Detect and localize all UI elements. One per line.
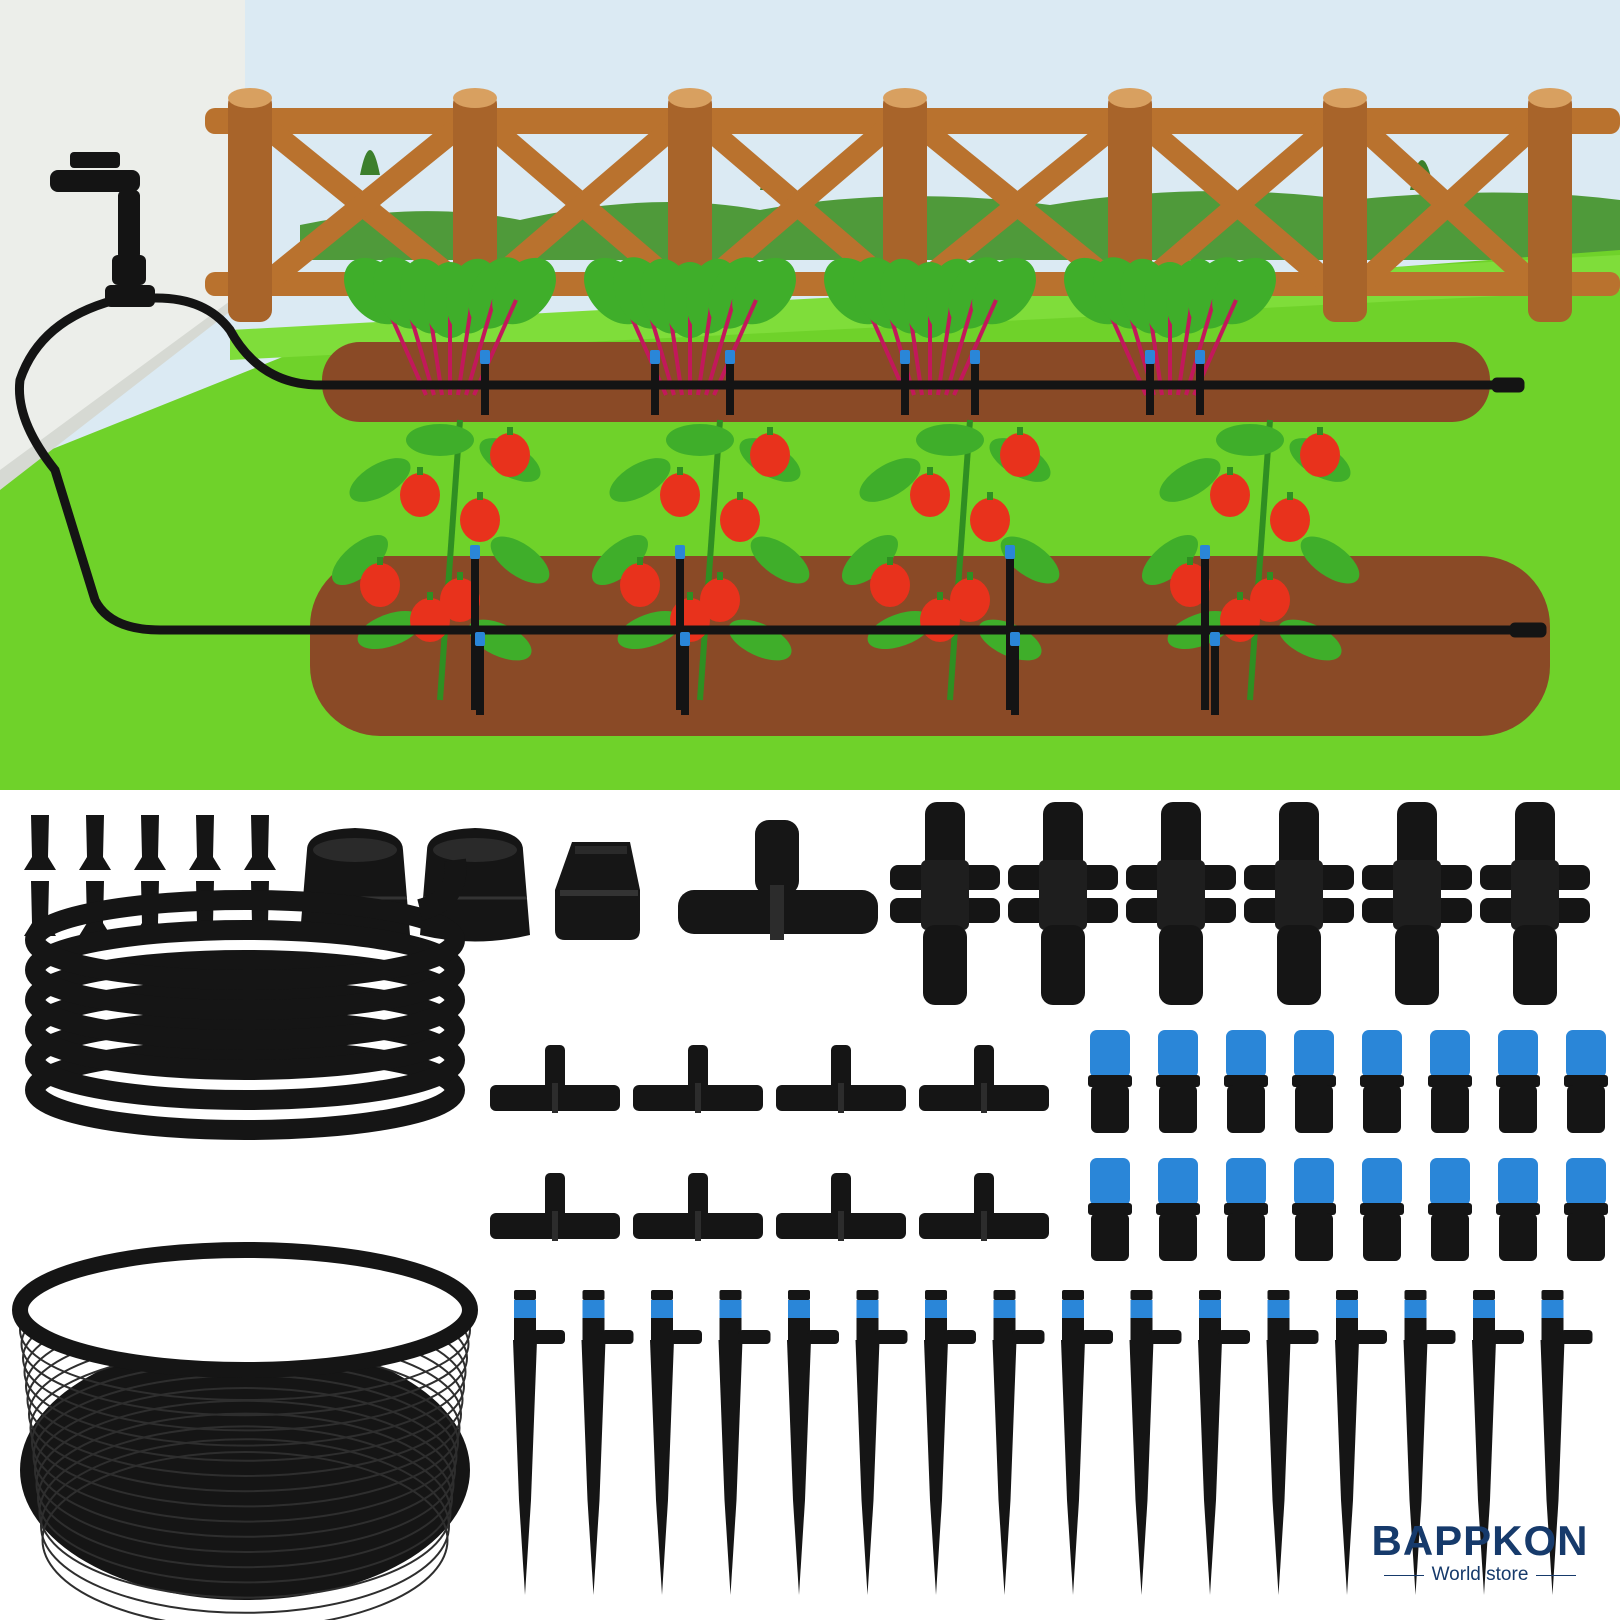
faucet-icon	[50, 152, 155, 307]
blue-drip-emitter-icon	[1088, 1030, 1608, 1261]
tagline-rule-left	[1383, 1574, 1424, 1576]
drip-tube-icon	[14, 293, 1547, 638]
end-cap-icon	[300, 828, 530, 942]
pepper-plant-icon	[1141, 419, 1360, 701]
small-tee-connector-icon	[490, 1045, 1049, 1241]
main-tubing-coil-icon	[25, 858, 467, 1140]
chard-plant-icon	[584, 257, 796, 396]
chard-plant-icon	[824, 257, 1036, 396]
micro-tubing-coil-icon	[12, 1242, 478, 1620]
stake-sprayer-icon	[513, 1290, 1593, 1595]
chard-plant-icon	[1064, 257, 1276, 396]
tagline-rule-right	[1536, 1574, 1577, 1576]
brand-name: BAPPKON	[1371, 1517, 1589, 1564]
wooden-fence-icon	[205, 88, 1620, 322]
brand-tagline-row: World store	[1360, 1564, 1600, 1586]
chard-plant-icon	[344, 257, 556, 396]
kit-parts-layout	[12, 802, 1608, 1620]
cross-connector-icon	[890, 802, 1590, 1005]
brand-tagline: World store	[1431, 1564, 1529, 1585]
brand-logo: BAPPKON World store	[1360, 1518, 1600, 1608]
pepper-plant-icon	[841, 419, 1060, 701]
faucet-adapter-icon	[555, 842, 640, 940]
garden-illustration	[0, 0, 1620, 790]
large-tee-connector-icon	[678, 820, 878, 940]
drip-emitter-line	[470, 350, 1220, 715]
